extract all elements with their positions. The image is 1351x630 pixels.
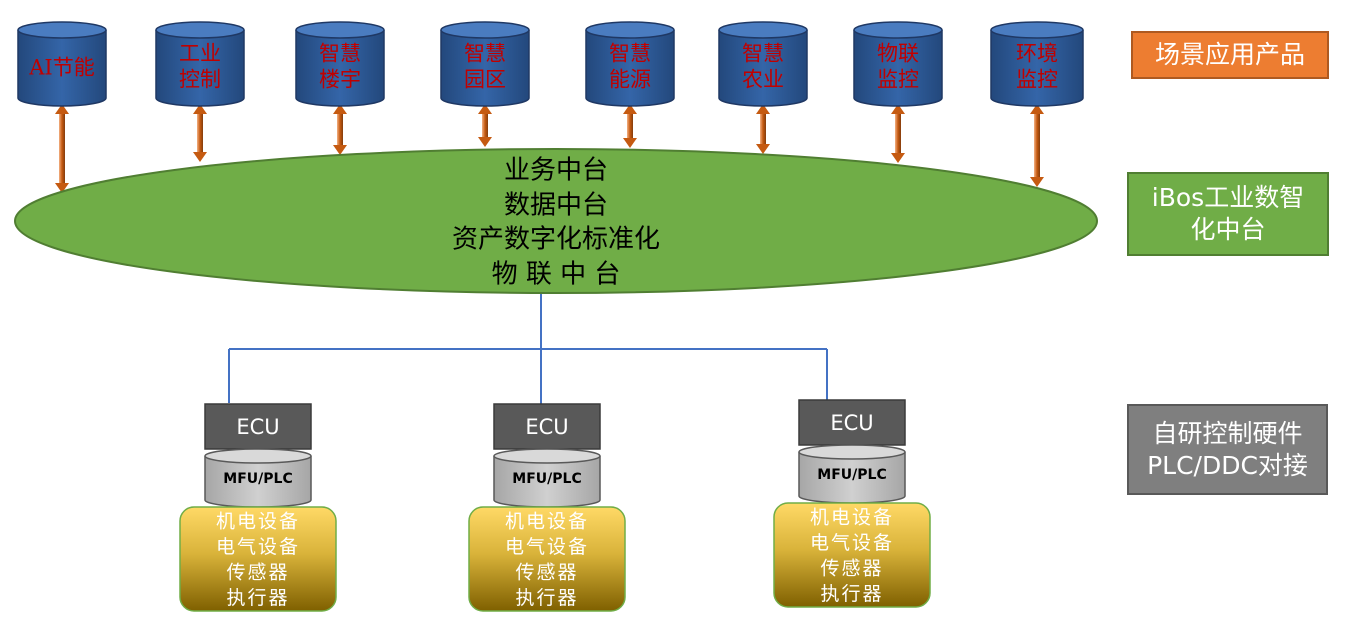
bidirectional-arrow	[756, 104, 770, 154]
ecu-label: ECU	[830, 411, 873, 435]
scene-product-label: 园区	[464, 68, 506, 92]
device-item: 传感器	[820, 558, 883, 580]
bidirectional-arrow	[891, 104, 905, 163]
bidirectional-arrow	[1030, 104, 1044, 187]
ibos-platform-label-text: iBos工业数智 化中台	[1151, 183, 1305, 244]
scene-product-label: 智慧	[464, 42, 506, 66]
scene-product-label: 监控	[877, 68, 919, 92]
scene-product-label: 智慧	[319, 42, 361, 66]
device-item: 机电设备	[505, 511, 589, 533]
scene-product-label: 能源	[609, 68, 651, 92]
scene-products-label: 场景应用产品	[1131, 31, 1329, 79]
ecu-box: ECU	[798, 399, 906, 446]
platform-line: 业务中台	[504, 156, 608, 186]
mfu-plc-label: MFU/PLC	[512, 471, 581, 487]
scene-product-label: 楼宇	[319, 68, 361, 92]
ibos-platform-label: iBos工业数智 化中台	[1127, 172, 1329, 256]
platform-line: 数据中台	[504, 191, 608, 221]
device-item: 电气设备	[505, 536, 589, 558]
bidirectional-arrow	[55, 104, 69, 193]
scene-product-label: 农业	[742, 68, 784, 92]
device-item: 执行器	[515, 587, 578, 609]
scene-product-cylinder: AI节能	[17, 21, 107, 107]
scene-product-label: 监控	[1016, 68, 1058, 92]
device-item: 执行器	[226, 587, 289, 609]
device-item: 电气设备	[216, 536, 300, 558]
hardware-label-text: 自研控制硬件 PLC/DDC对接	[1147, 418, 1308, 480]
scene-product-label: 智慧	[609, 42, 651, 66]
ecu-label: ECU	[236, 415, 279, 439]
device-item: 电气设备	[810, 532, 894, 554]
mfu-plc-cylinder: MFU/PLC	[204, 448, 312, 508]
hardware-label: 自研控制硬件 PLC/DDC对接	[1127, 404, 1328, 495]
device-item: 机电设备	[810, 507, 894, 529]
scene-product-label: 环境	[1016, 42, 1058, 66]
device-item: 机电设备	[216, 511, 300, 533]
mfu-plc-label: MFU/PLC	[223, 471, 292, 487]
device-item: 执行器	[820, 583, 883, 605]
ecu-box: ECU	[493, 403, 601, 450]
bidirectional-arrow	[193, 104, 207, 162]
scene-product-label: AI节能	[28, 56, 94, 80]
device-item: 传感器	[226, 562, 289, 584]
device-item: 传感器	[515, 562, 578, 584]
scene-product-label: 控制	[179, 68, 221, 92]
hardware-connector-lines	[228, 292, 828, 404]
mfu-plc-cylinder: MFU/PLC	[798, 444, 906, 504]
scene-products-label-text: 场景应用产品	[1154, 40, 1305, 69]
platform-line: 资产数字化标准化	[452, 225, 660, 255]
scene-product-label: 工业	[179, 42, 221, 66]
ecu-label: ECU	[525, 415, 568, 439]
bidirectional-arrow	[333, 104, 347, 155]
platform-line: 物 联 中 台	[492, 260, 621, 290]
ecu-box: ECU	[204, 403, 312, 450]
bidirectional-arrow	[623, 104, 637, 148]
mfu-plc-label: MFU/PLC	[817, 467, 886, 483]
scene-product-label: 智慧	[742, 42, 784, 66]
mfu-plc-cylinder: MFU/PLC	[493, 448, 601, 508]
scene-product-label: 物联	[877, 42, 919, 66]
bidirectional-arrow	[478, 104, 492, 147]
